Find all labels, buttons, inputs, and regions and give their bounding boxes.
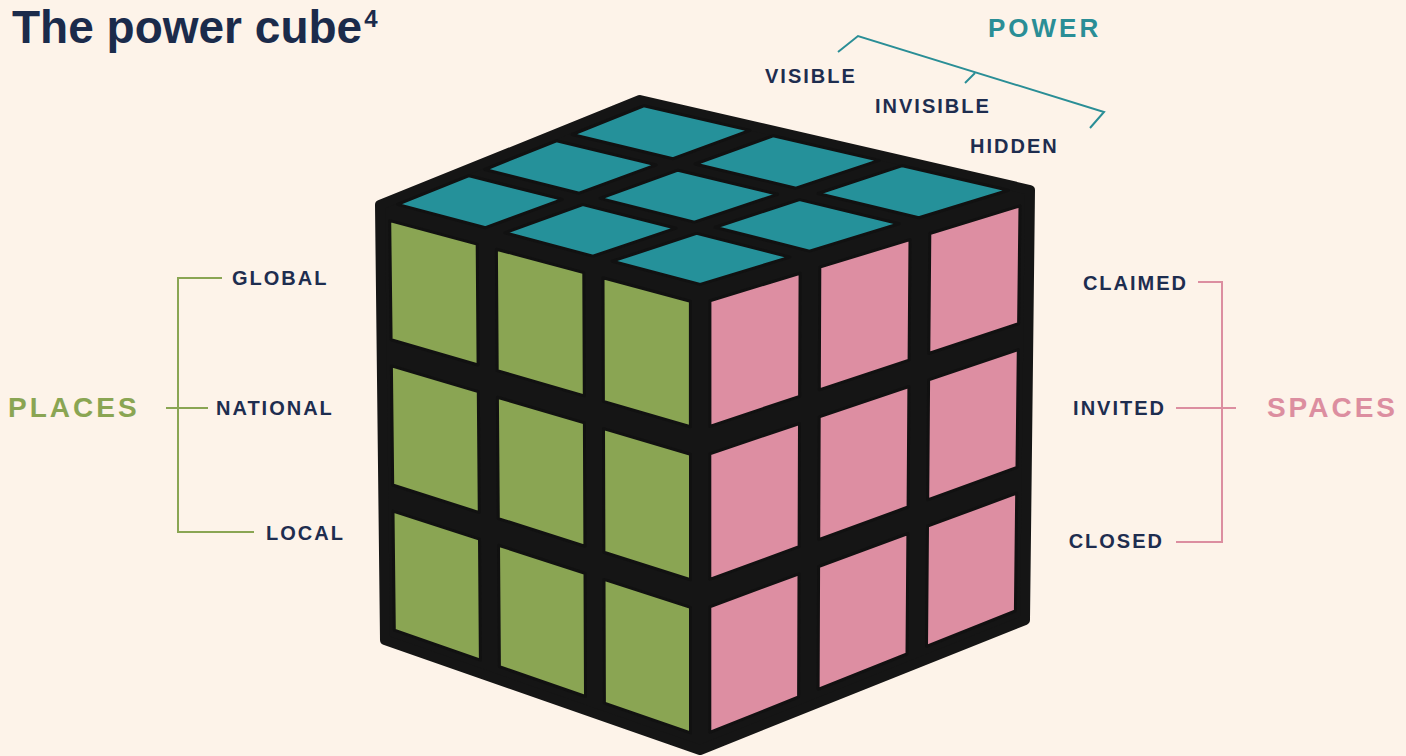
left-sticker [390, 221, 478, 365]
right-sticker [710, 574, 799, 733]
right-sticker [710, 424, 800, 580]
left-sticker [604, 429, 691, 580]
top-sticker [572, 106, 750, 159]
right-sticker [819, 387, 909, 540]
left-sticker [393, 511, 480, 660]
left-sticker [604, 579, 691, 733]
place-label: GLOBAL [232, 267, 328, 289]
dimension-heading: PLACES [8, 393, 140, 424]
dimension-heading: SPACES [1267, 393, 1398, 424]
places-bracket-tick [166, 407, 208, 409]
right-sticker [929, 206, 1020, 354]
space-label: INVITED [1073, 397, 1166, 419]
power-form-label: HIDDEN [970, 135, 1059, 157]
cube-body [380, 100, 1030, 750]
dimension-heading: POWER [988, 14, 1101, 43]
power-form-label: VISIBLE [765, 65, 857, 87]
footnote-number: 4 [364, 6, 377, 32]
left-sticker [497, 397, 585, 546]
power-bracket [838, 36, 1104, 128]
right-sticker [819, 240, 910, 390]
place-label: NATIONAL [216, 397, 334, 419]
top-sticker [612, 233, 790, 284]
space-label: CLOSED [1069, 530, 1164, 552]
title: The power cube [12, 2, 362, 53]
top-sticker [818, 166, 1009, 218]
place-label: LOCAL [266, 522, 345, 544]
right-sticker [710, 273, 800, 426]
right-sticker [818, 534, 908, 690]
left-sticker [496, 249, 584, 396]
left-sticker [391, 366, 479, 513]
right-sticker [927, 493, 1017, 646]
cube-stickers [390, 106, 1020, 733]
top-sticker [695, 136, 879, 188]
spaces-bracket [1176, 282, 1222, 542]
spaces-bracket-tick [1176, 407, 1236, 409]
left-sticker [603, 278, 690, 427]
right-sticker [928, 350, 1019, 500]
left-sticker [499, 545, 586, 696]
power-bracket-tick [965, 73, 975, 83]
power-form-label: INVISIBLE [875, 95, 991, 117]
space-label: CLAIMED [1083, 272, 1188, 294]
